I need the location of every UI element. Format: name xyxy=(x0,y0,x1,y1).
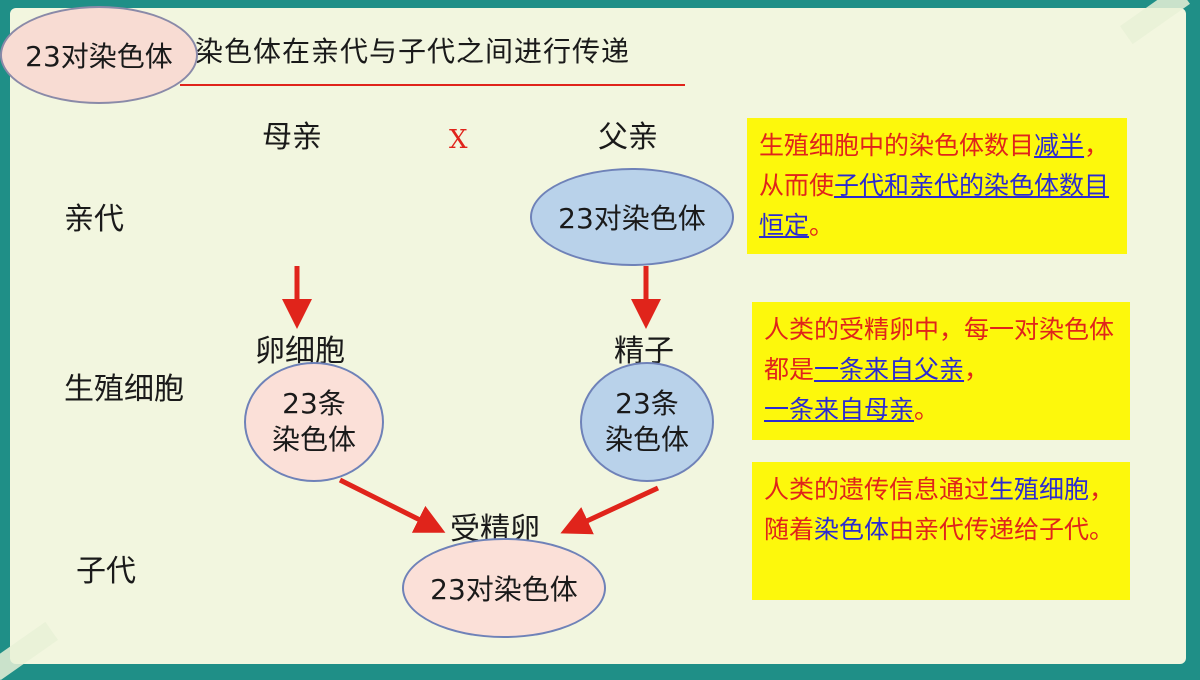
note-chromosome-halving: 生殖细胞中的染色体数目减半，从而使子代和亲代的染色体数目恒定。 xyxy=(747,118,1127,254)
note2-text-e: 。 xyxy=(914,395,940,424)
zygote-oval: 23对染色体 xyxy=(402,538,606,638)
mother-label: 母亲 xyxy=(262,120,322,155)
note2-text-from-father: 一条来自父亲 xyxy=(814,355,965,384)
father-label: 父亲 xyxy=(598,120,658,155)
note-zygote-pairs: 人类的受精卵中，每一对染色体都是一条来自父亲， 一条来自母亲。 xyxy=(752,302,1130,440)
note1-text-c: ，从而使 xyxy=(759,131,1110,200)
note2-text-a: 人类的受精卵中，每一对染色体都是 xyxy=(764,315,1115,384)
arrow-sperm-to-zygote xyxy=(560,485,660,535)
sperm-chromosome-text: 染色体 xyxy=(604,423,689,456)
note1-text-constant: 子代和亲代的染色体数目恒定 xyxy=(759,171,1110,240)
title-underline xyxy=(180,84,685,86)
note3-text-a: 人类的遗传信息通过 xyxy=(764,475,990,504)
note3-text-c: ，随着 xyxy=(764,475,1115,544)
egg-chromosome-text: 染色体 xyxy=(271,423,356,456)
row-label-offspring: 子代 xyxy=(76,554,136,589)
note3-text-e: 由亲代传递给子代。 xyxy=(889,515,1115,544)
egg-count: 23条 xyxy=(282,387,346,420)
note1-text-halved: 减半 xyxy=(1034,131,1085,160)
row-label-germ-cells: 生殖细胞 xyxy=(64,372,184,407)
father-chromosome-oval: 23对染色体 xyxy=(530,168,734,266)
row-label-parent-gen: 亲代 xyxy=(64,202,124,237)
note-genetic-transfer: 人类的遗传信息通过生殖细胞，随着染色体由亲代传递给子代。 xyxy=(752,462,1130,600)
note3-text-germ-cells: 生殖细胞 xyxy=(989,475,1090,504)
sperm-count: 23条 xyxy=(615,387,679,420)
note2-text-from-mother: 一条来自母亲 xyxy=(764,395,915,424)
arrow-egg-to-zygote xyxy=(338,477,446,533)
note2-text-c: ， xyxy=(964,355,990,384)
sperm-oval: 23条 染色体 xyxy=(580,362,714,482)
note1-text-e: 。 xyxy=(809,211,835,240)
egg-cell-oval: 23条 染色体 xyxy=(244,362,384,482)
title-oval: 23对染色体 xyxy=(0,6,198,104)
cross-symbol: X xyxy=(449,125,468,155)
slide-title: 染色体在亲代与子代之间进行传递 xyxy=(195,35,631,68)
note1-text-a: 生殖细胞中的染色体数目 xyxy=(759,131,1035,160)
note3-text-chromosome: 染色体 xyxy=(814,515,890,544)
